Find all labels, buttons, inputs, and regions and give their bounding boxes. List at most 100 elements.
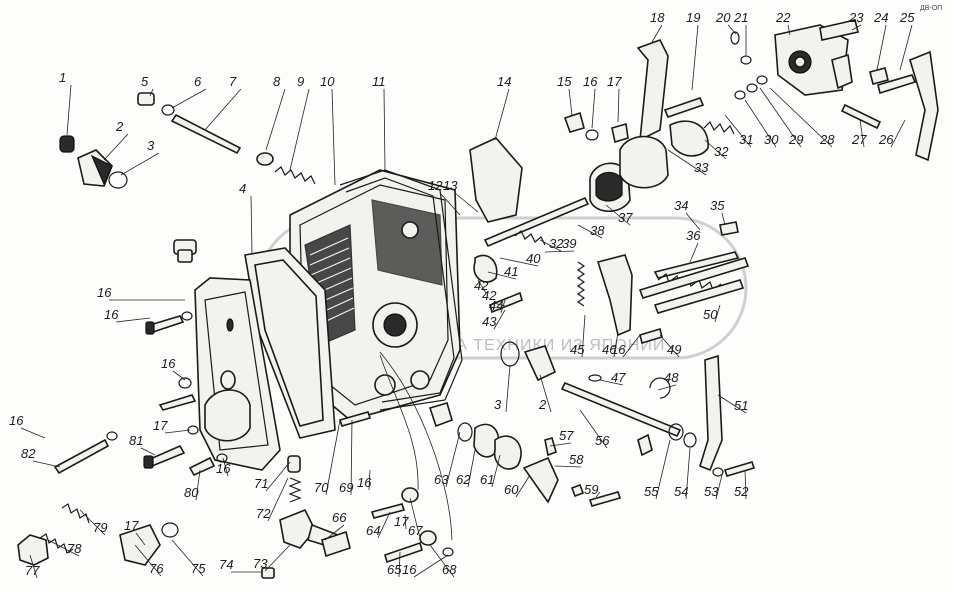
leader-line-75 [171, 539, 204, 577]
callout-46: 46 [602, 342, 617, 357]
lever-18 [636, 39, 669, 142]
callout-39: 39 [562, 236, 576, 251]
leader-line-66 [324, 524, 345, 541]
leader-line-39 [544, 250, 575, 253]
leader-line-45 [581, 314, 586, 358]
callout-64: 64 [366, 523, 380, 538]
spring-group [576, 221, 750, 314]
callout-47: 47 [611, 370, 626, 385]
callout-4: 4 [239, 181, 246, 196]
callout-69: 69 [339, 480, 353, 495]
leader-line-68 [429, 544, 455, 578]
leader-line-63 [445, 431, 461, 488]
callout-22: 22 [775, 10, 791, 25]
callout-23: 23 [848, 10, 864, 25]
callout-16: 16 [216, 461, 231, 476]
leader-line-1 [66, 84, 72, 136]
callout-17: 17 [607, 74, 622, 89]
callout-55: 55 [644, 484, 659, 499]
leader-line-3 [505, 364, 511, 413]
gasket-11 [339, 169, 463, 411]
gasket-4 [244, 247, 336, 439]
leader-line-3 [120, 152, 160, 176]
leader-line-81 [140, 447, 156, 456]
leader-line-29 [759, 87, 802, 148]
left-bolts [53, 311, 228, 477]
callout-37: 37 [618, 210, 633, 225]
callout-59: 59 [584, 482, 598, 497]
center-right-parts [428, 341, 622, 507]
callout-76: 76 [149, 561, 164, 576]
leader-line-56 [579, 409, 608, 449]
corner-mark: ДВ-ОП [920, 5, 942, 12]
callout-15: 15 [557, 74, 572, 89]
leader-line-47 [599, 379, 624, 386]
callout-19: 19 [686, 10, 700, 25]
leader-line-37 [605, 204, 631, 226]
leader-line-20 [727, 24, 737, 35]
callout-66: 66 [332, 510, 347, 525]
leader-line-17 [164, 429, 191, 434]
callout-82: 82 [21, 446, 36, 461]
leader-line-13 [454, 192, 479, 213]
leader-line-78 [47, 539, 80, 557]
leader-line-9 [289, 88, 310, 171]
callout-44: 44 [489, 298, 503, 313]
leader-line-15 [568, 88, 573, 116]
gasket-11-inner [345, 177, 455, 403]
callout-52: 52 [734, 484, 749, 499]
callout-24: 24 [873, 10, 888, 25]
callout-32: 32 [549, 236, 564, 251]
leader-line-17 [135, 532, 146, 546]
leader-line-6 [171, 88, 207, 109]
leader-line-44 [500, 299, 506, 314]
callout-2: 2 [538, 397, 547, 412]
leader-line-16 [622, 334, 641, 358]
callout-36: 36 [686, 228, 701, 243]
leader-line-71 [265, 461, 291, 492]
callout-17: 17 [153, 418, 168, 433]
callout-9: 9 [297, 74, 304, 89]
leader-line-14 [494, 88, 510, 141]
leader-line-16 [20, 427, 46, 439]
callout-58: 58 [569, 452, 584, 467]
leader-line-64 [377, 511, 391, 539]
callout-35: 35 [710, 198, 725, 213]
callout-18: 18 [650, 10, 665, 25]
leader-lines [20, 24, 913, 579]
leader-line-10 [331, 88, 336, 186]
leader-line-30 [744, 99, 777, 148]
leader-line-72 [267, 477, 289, 522]
leader-line-79 [79, 509, 106, 536]
callout-17: 17 [124, 518, 139, 533]
callout-62: 62 [456, 472, 471, 487]
leader-line-16 [413, 554, 449, 578]
leader-line-25 [899, 24, 913, 71]
leader-line-18 [651, 24, 663, 43]
callout-54: 54 [674, 484, 688, 499]
cap-79 [204, 389, 251, 442]
bottom-center-parts [321, 351, 653, 558]
bottom-middle-parts [261, 411, 454, 579]
leader-line-69 [350, 419, 353, 496]
leader-line-16 [172, 370, 186, 381]
leader-line-17 [617, 88, 620, 123]
leader-line-2 [103, 133, 129, 161]
callout-56: 56 [595, 433, 610, 448]
leader-line-7 [204, 88, 242, 131]
callout-30: 30 [764, 132, 779, 147]
callout-60: 60 [504, 482, 519, 497]
callout-16: 16 [357, 475, 372, 490]
callout-17: 17 [394, 514, 409, 529]
callout-25: 25 [899, 10, 915, 25]
callout-5: 5 [141, 74, 149, 89]
callout-1: 1 [59, 70, 66, 85]
leader-line-24 [876, 24, 887, 71]
leader-line-40 [499, 257, 539, 267]
callout-68: 68 [442, 562, 457, 577]
callout-67: 67 [408, 523, 423, 538]
callout-81: 81 [129, 433, 143, 448]
leader-line-51 [717, 394, 747, 414]
leader-line-16 [115, 317, 151, 323]
